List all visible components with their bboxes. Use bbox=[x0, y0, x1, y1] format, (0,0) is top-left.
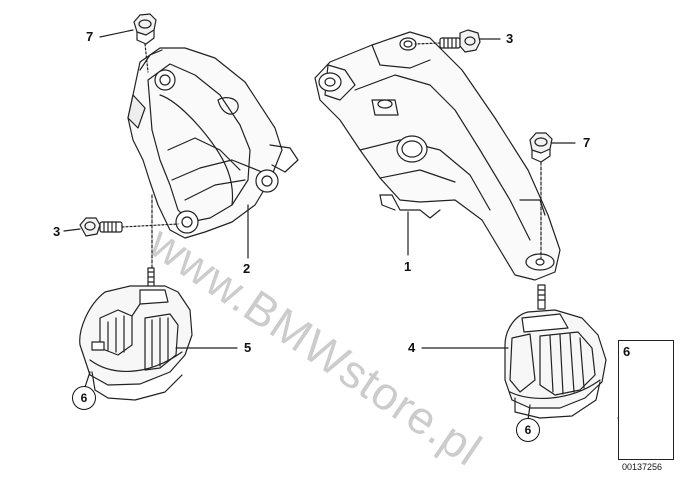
callout-7-left: 7 bbox=[86, 29, 94, 44]
hex-bolt-icon bbox=[439, 29, 481, 53]
hex-bolt-icon bbox=[79, 217, 123, 237]
circled-callout-6-right: 6 bbox=[516, 418, 540, 442]
hex-nut-icon bbox=[133, 13, 157, 45]
callout-7-right: 7 bbox=[583, 135, 591, 150]
left-bracket-icon bbox=[127, 47, 299, 239]
right-engine-mount-icon bbox=[504, 284, 607, 419]
circled-callout-6-left: 6 bbox=[72, 386, 96, 410]
right-bracket-icon bbox=[314, 31, 561, 281]
legend-box: 6 bbox=[618, 340, 674, 460]
callout-5: 5 bbox=[244, 340, 252, 355]
callout-1: 1 bbox=[404, 259, 412, 274]
callout-2: 2 bbox=[243, 261, 251, 276]
callout-3-left: 3 bbox=[53, 224, 61, 239]
diagram-part-number: 00137256 bbox=[622, 462, 663, 472]
callout-3-top: 3 bbox=[506, 31, 514, 46]
hex-nut-icon bbox=[529, 132, 553, 163]
callout-4: 4 bbox=[408, 340, 416, 355]
legend-number-6: 6 bbox=[623, 344, 631, 359]
left-engine-mount-icon bbox=[79, 267, 193, 401]
